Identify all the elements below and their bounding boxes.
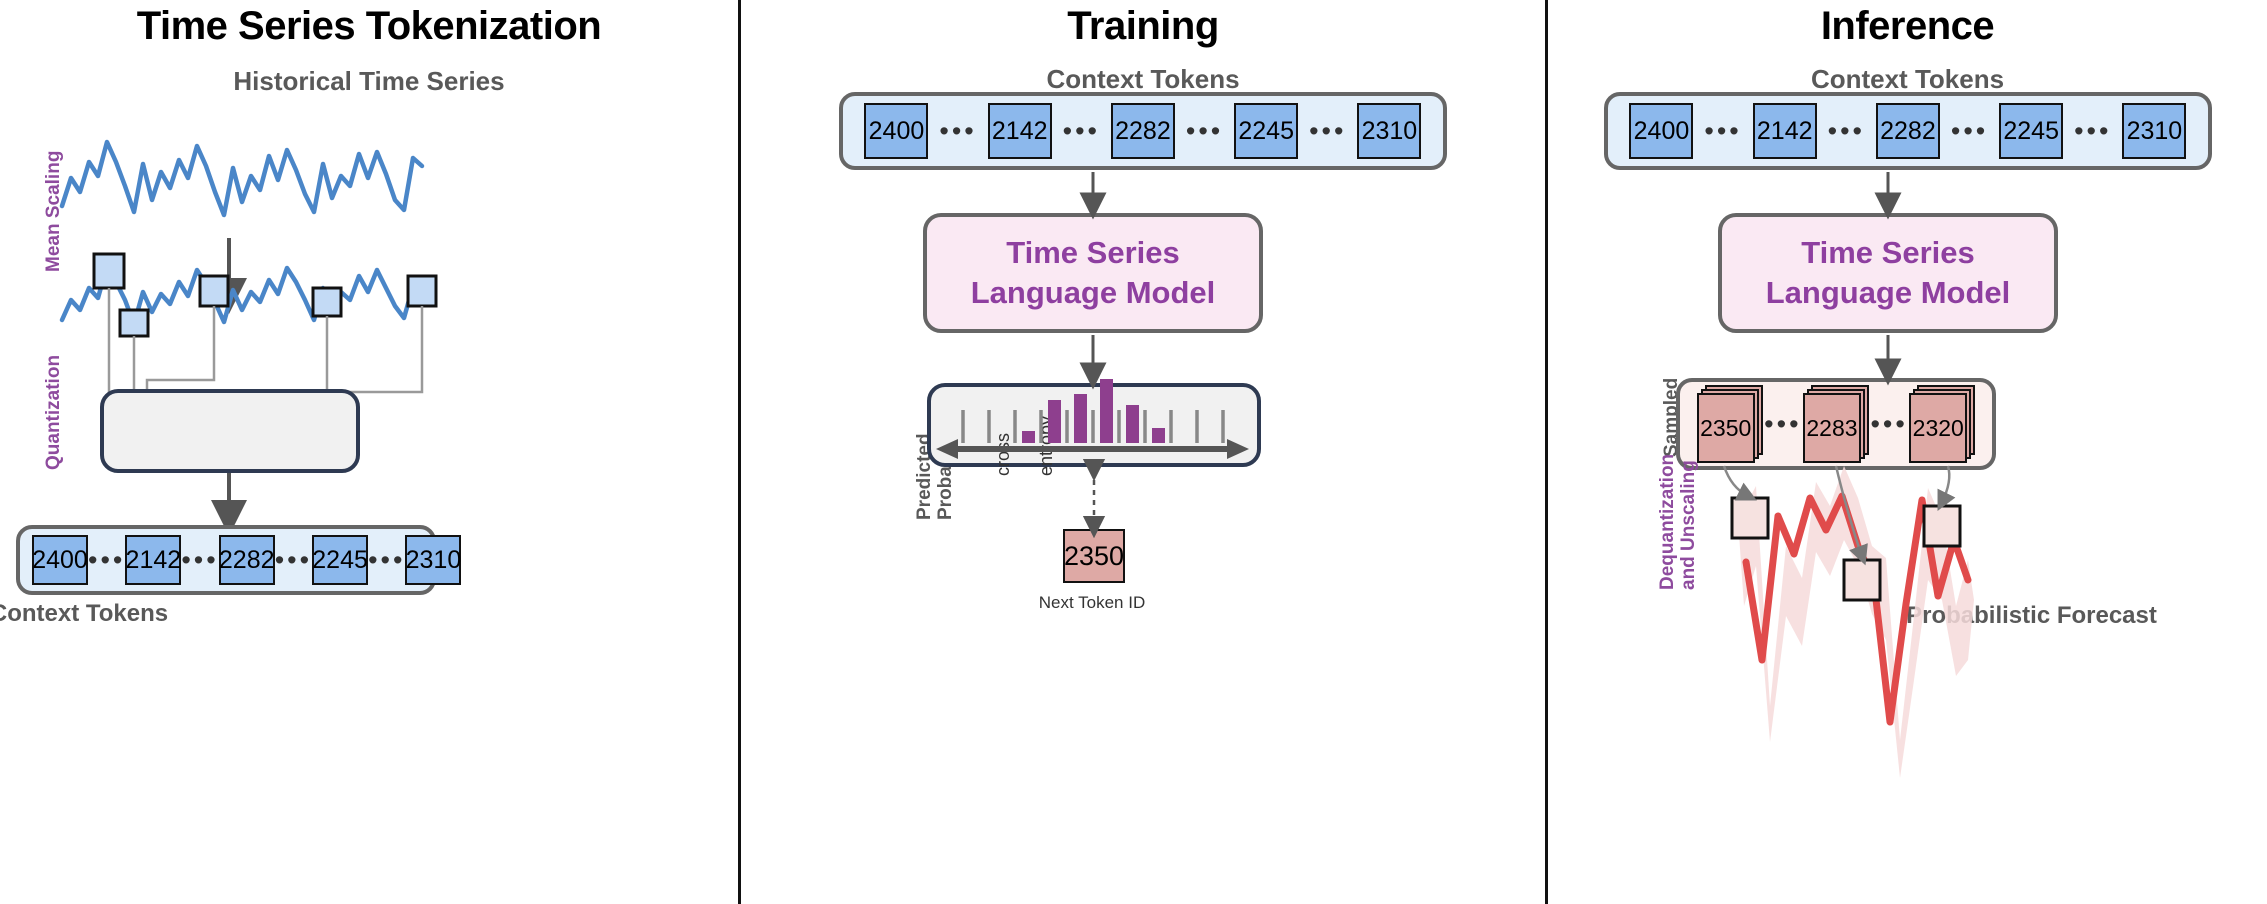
probability-axis-ticks [961, 410, 1225, 443]
token-chip[interactable]: 2142 [987, 103, 1052, 159]
sampled-to-forecast-connectors [1722, 465, 1956, 566]
panel-title-inference: Inference [1820, 4, 1995, 48]
training-graphics [936, 172, 1249, 539]
token-chip[interactable]: 2245 [312, 535, 369, 585]
token-ellipsis: ••• [88, 544, 126, 575]
context-tokens-caption-inference: Context Tokens [1810, 64, 2005, 94]
token-chip[interactable]: 2310 [1357, 103, 1422, 159]
context-tokens-container-training: 2400 ••• 2142 ••• 2282 ••• 2245 ••• 2310 [839, 92, 1447, 170]
token-chip[interactable]: 2400 [1629, 103, 1694, 159]
historical-series-line [59, 139, 425, 218]
token-chip[interactable]: 2245 [1999, 103, 2064, 159]
panel-inference: Inference Context Tokens 2400 ••• 2142 •… [1548, 0, 2267, 904]
panel-training: Training Context Tokens 2400 ••• 2142 ••… [741, 0, 1545, 904]
quantization-ruler-box [100, 389, 360, 473]
next-token-chip[interactable]: 2350 [1063, 529, 1125, 583]
token-chip[interactable]: 2142 [125, 535, 182, 585]
context-tokens-caption-tokenization: Context Tokens [0, 600, 169, 627]
token-chip[interactable]: 2282 [1875, 103, 1940, 159]
token-ellipsis: ••• [368, 544, 406, 575]
inference-graphics [1722, 172, 1974, 778]
token-chip[interactable]: 2310 [405, 535, 462, 585]
model-box-training: Time Series Language Model [923, 213, 1263, 333]
token-chip[interactable]: 2245 [1234, 103, 1299, 159]
sampled-token-stack[interactable]: 2320 [1909, 385, 1976, 463]
token-chip[interactable]: 2310 [2122, 103, 2187, 159]
panel-tokenization: Time Series Tokenization Historical Time… [0, 0, 738, 904]
historical-series-caption: Historical Time Series [233, 66, 505, 96]
probability-histogram-bars [1022, 379, 1165, 443]
panel-divider-1 [738, 0, 741, 904]
token-chip[interactable]: 2142 [1752, 103, 1817, 159]
model-title-line1: Time Series [1801, 235, 1975, 271]
sampled-token-stack[interactable]: 2350 [1696, 385, 1763, 463]
scaled-series-line [59, 263, 425, 327]
probability-axis-arrow [936, 439, 1249, 459]
model-box-inference: Time Series Language Model [1718, 213, 2058, 333]
next-token-caption: Next Token ID [1038, 593, 1146, 612]
model-title-line2: Language Model [970, 275, 1216, 310]
context-tokens-container-inference: 2400 ••• 2142 ••• 2282 ••• 2245 ••• 2310 [1604, 92, 2212, 170]
token-ellipsis: ••• [181, 544, 219, 575]
token-chip[interactable]: 2400 [864, 103, 929, 159]
sampled-token-stack[interactable]: 2283 [1802, 385, 1869, 463]
token-chip[interactable]: 2400 [32, 535, 88, 585]
token-chip[interactable]: 2282 [218, 535, 275, 585]
token-chip[interactable]: 2282 [1110, 103, 1175, 159]
model-title-line2: Language Model [1765, 275, 2011, 310]
stack-layer-front: 2350 [1696, 393, 1755, 463]
sampled-tokens-container: 2350 ••• 2283 ••• 2320 [1676, 378, 1996, 470]
stack-layer-front: 2320 [1909, 393, 1968, 463]
context-tokens-caption-training: Context Tokens [1046, 64, 1240, 94]
panel-title-training: Training [1067, 4, 1219, 48]
stack-layer-front: 2283 [1802, 393, 1861, 463]
token-ellipsis: ••• [274, 544, 313, 575]
context-tokens-container-tokenization: 2400 ••• 2142 ••• 2282 ••• 2245 ••• 2310 [16, 525, 462, 595]
panel-title-tokenization: Time Series Tokenization [136, 4, 602, 48]
panel-divider-2 [1545, 0, 1548, 904]
model-title-line1: Time Series [1006, 235, 1180, 271]
